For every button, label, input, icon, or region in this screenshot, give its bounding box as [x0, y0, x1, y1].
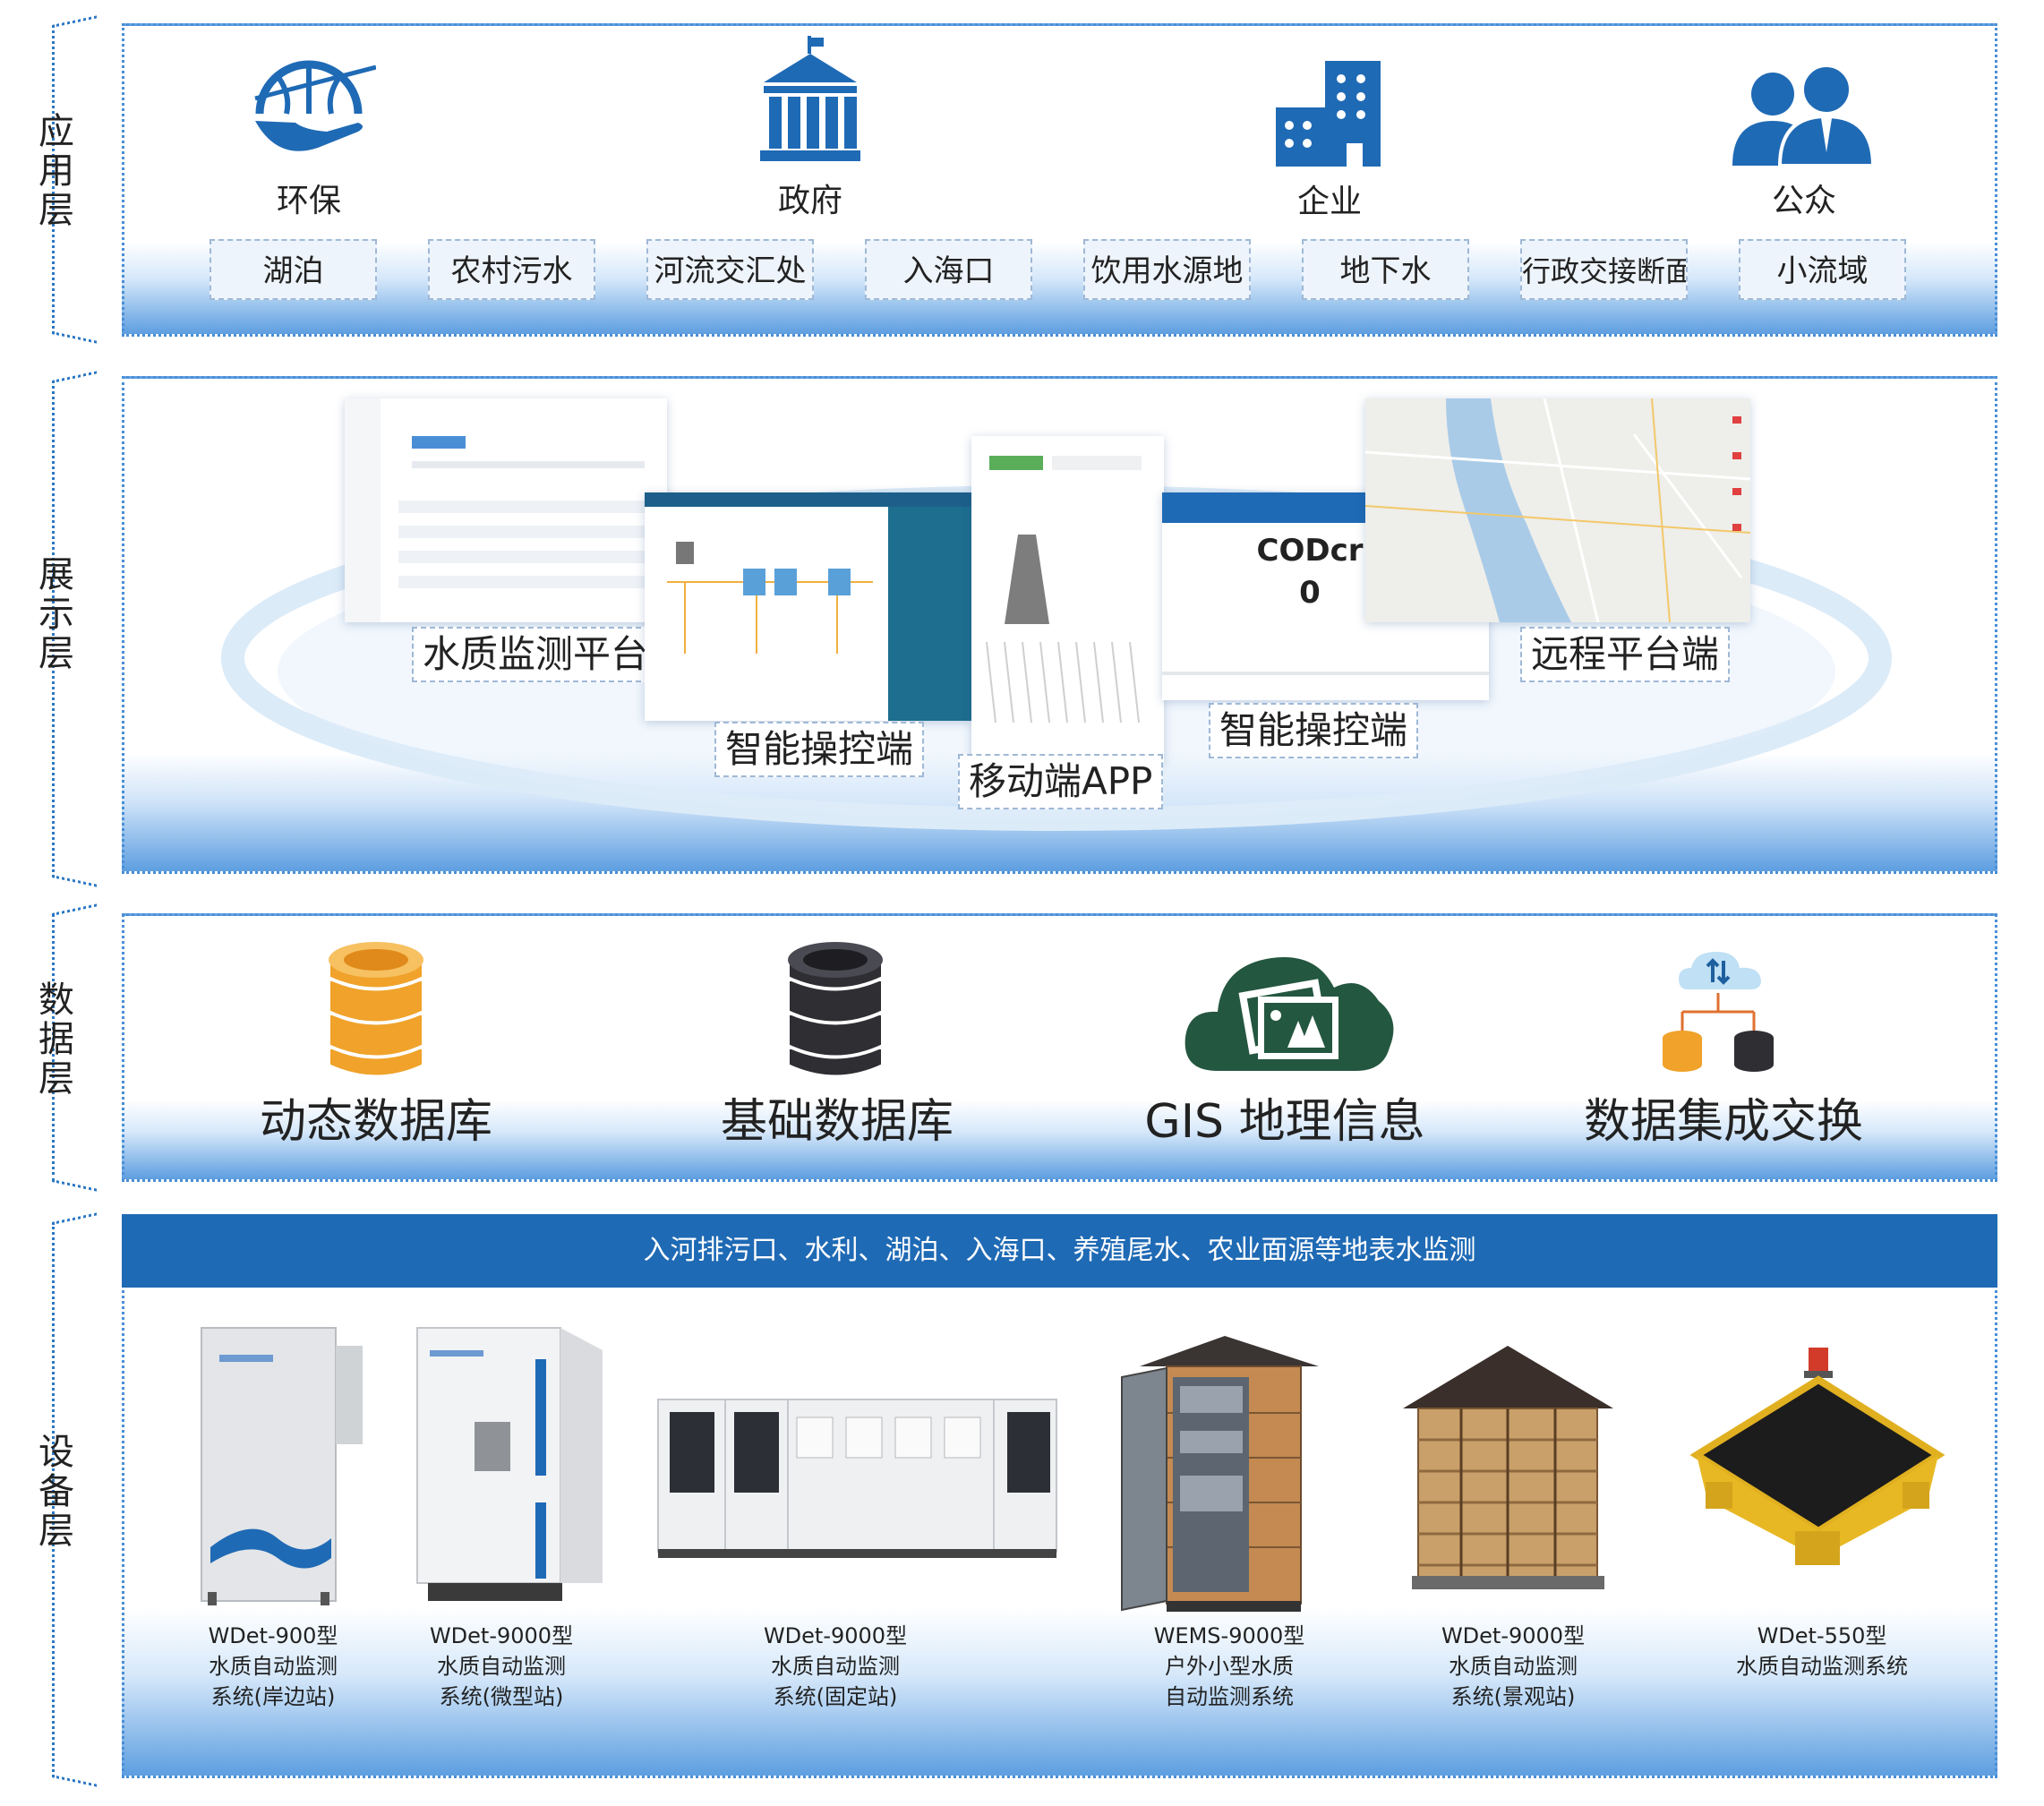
map-image [1365, 398, 1750, 622]
device-caption: WDet-9000型 水质自动监测 系统(固定站) [732, 1621, 938, 1712]
shot-label-mobile: 移动端APP [958, 754, 1163, 809]
gis-cloud-map-icon [1182, 947, 1397, 1073]
device-layer-name: 设备层 [34, 1433, 79, 1551]
device-caption: WDet-9000型 水质自动监测 系统(景观站) [1410, 1621, 1616, 1712]
remote-platform-map-screenshot [1365, 398, 1750, 622]
scenario-tag: 行政交接断面 [1520, 239, 1688, 300]
mobile-chart [982, 526, 1152, 740]
water-quality-platform-screenshot [345, 398, 667, 622]
user-government: 政府 [734, 36, 886, 221]
gis-info [1182, 947, 1397, 1076]
user-public: 公众 [1728, 63, 1880, 221]
user-label: 公众 [1728, 175, 1880, 221]
device-outdoor-small-station [1117, 1332, 1332, 1622]
scenario-tag: 地下水 [1302, 239, 1469, 300]
shore-station-cabinet [197, 1323, 367, 1610]
scenario-tag: 饮用水源地 [1083, 239, 1251, 300]
data-integration [1661, 945, 1786, 1091]
mobile-app-screenshot [971, 436, 1164, 763]
user-label: 企业 [1253, 175, 1406, 222]
device-caption: WDet-550型 水质自动监测系统 [1715, 1621, 1929, 1682]
app-layer-name: 应用层 [34, 112, 79, 230]
intelligent-control-screenshot [645, 492, 971, 721]
device-shore-station [197, 1323, 367, 1613]
dynamic-database [327, 940, 425, 1087]
base-database-icon [786, 940, 885, 1083]
government-building-icon [757, 36, 864, 166]
user-enterprise: 企业 [1253, 61, 1406, 222]
shot-label-control-2: 智能操控端 [1209, 703, 1418, 758]
scenario-tag: 农村污水 [428, 239, 595, 300]
device-caption: WDet-900型 水质自动监测 系统(岸边站) [170, 1621, 376, 1712]
base-database [786, 940, 885, 1087]
dynamic-database-icon [327, 940, 425, 1083]
shot-label-control-1: 智能操控端 [714, 722, 924, 777]
device-micro-station [410, 1323, 611, 1613]
device-buoy-station [1688, 1348, 1947, 1579]
display-layer-name: 展示层 [34, 555, 79, 673]
application-panel [122, 23, 1997, 337]
data-integration-label: 数据集成交换 [1576, 1083, 1871, 1151]
base-database-label: 基础数据库 [689, 1083, 985, 1151]
gis-info-label: GIS 地理信息 [1137, 1083, 1433, 1151]
outdoor-station-open-cabinet [1117, 1332, 1332, 1619]
dynamic-database-label: 动态数据库 [228, 1083, 524, 1151]
device-caption: WDet-9000型 水质自动监测 系统(微型站) [398, 1621, 604, 1712]
device-scope-banner: 入河排污口、水利、湖泊、入海口、养殖尾水、农业面源等地表水监测 [122, 1214, 1997, 1288]
data-exchange-cloud-icon [1661, 945, 1786, 1088]
device-fixed-station [654, 1392, 1061, 1571]
enterprise-building-icon [1271, 61, 1388, 167]
device-landscape-station [1398, 1341, 1618, 1600]
data-layer-name: 数据层 [34, 980, 79, 1099]
micro-station-cabinet [410, 1323, 611, 1610]
shot-label-remote: 远程平台端 [1520, 627, 1730, 682]
buoy-station [1688, 1348, 1947, 1576]
device-caption: WEMS-9000型 户外小型水质 自动监测系统 [1126, 1621, 1332, 1712]
environment-protection-icon [242, 49, 376, 166]
scenario-tag: 河流交汇处 [646, 239, 814, 300]
user-label: 环保 [233, 175, 385, 221]
shot-label-platform: 水质监测平台 [412, 627, 659, 682]
scenario-tag: 入海口 [865, 239, 1032, 300]
fixed-station-cabinets [654, 1392, 1061, 1567]
process-flow-diagram [658, 519, 882, 698]
landscape-station-kiosk [1398, 1341, 1618, 1596]
scenario-tag: 湖泊 [210, 239, 377, 300]
user-env-protection: 环保 [233, 49, 385, 221]
scenario-tag: 小流域 [1739, 239, 1906, 300]
user-label: 政府 [734, 175, 886, 221]
public-people-icon [1728, 63, 1880, 166]
